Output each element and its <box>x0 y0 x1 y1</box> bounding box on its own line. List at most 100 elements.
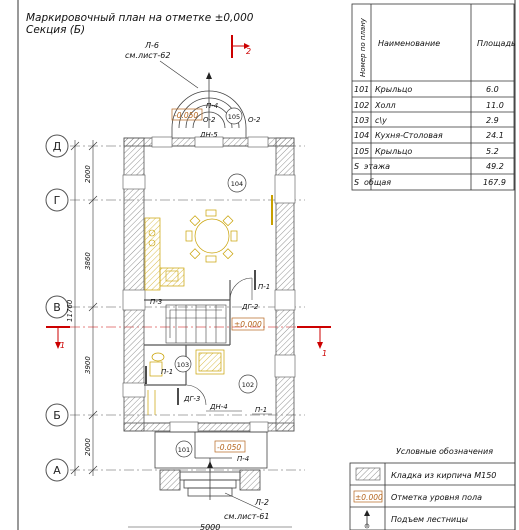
label-dg3: ДГ-3 <box>183 395 200 403</box>
level-box-bottom <box>214 440 246 453</box>
level-bottom: -0.050 <box>217 443 241 452</box>
label-p3: П-3 <box>150 298 162 306</box>
svg-text:102: 102 <box>242 381 254 389</box>
svg-text:Д: Д <box>53 140 62 153</box>
label-p4-top: П-4 <box>206 102 218 110</box>
room-tag-101 <box>175 440 193 458</box>
svg-text:В: В <box>53 301 61 314</box>
label-dn4: ДН-4 <box>209 403 228 411</box>
callout-top-ref: Л-6 <box>144 41 159 50</box>
dining-set <box>185 209 238 263</box>
svg-text:102: 102 <box>354 101 369 110</box>
level-top: -0.050 <box>174 111 198 120</box>
svg-text:1: 1 <box>322 349 327 358</box>
schedule-header-name: Наименование <box>378 39 440 48</box>
label-p1-c: П-1 <box>255 406 267 414</box>
legend-item-stair: Подъем лестницы <box>391 515 468 524</box>
svg-text:49.2: 49.2 <box>486 162 504 171</box>
svg-text:11.0: 11.0 <box>486 101 504 110</box>
dim-3860: 3860 <box>84 252 92 270</box>
dim-5000: 5000 <box>200 523 220 530</box>
plan-subtitle: Секция (Б) <box>26 24 85 36</box>
axis-bubble-d: Д <box>45 134 69 158</box>
legend-level-swatch <box>353 490 383 503</box>
svg-text:S: S <box>354 162 359 171</box>
label-dg2: ДГ-2 <box>241 303 259 311</box>
level-mid: ±0.000 <box>234 320 262 329</box>
svg-text:1: 1 <box>60 341 65 350</box>
legend-table <box>349 462 516 530</box>
callout-bottom-leader <box>224 492 263 511</box>
dim-11760: 11760 <box>66 299 74 322</box>
door-swing-dg2 <box>229 277 253 301</box>
section-mark-top: 2 <box>231 35 251 58</box>
callout-bottom-ref: Л-2 <box>254 498 269 507</box>
svg-text:101: 101 <box>354 85 369 94</box>
callout-top-leader <box>159 60 199 89</box>
svg-text:Крыльцо: Крыльцо <box>375 85 412 94</box>
label-dn5: ДН-5 <box>199 131 218 139</box>
kitchen-appliances <box>148 229 179 282</box>
legend-level-symbol: ±0.000 <box>355 493 383 502</box>
room-tag-105 <box>225 107 243 125</box>
section-mark-right: 1 <box>297 326 331 358</box>
svg-text:24.1: 24.1 <box>486 131 504 140</box>
svg-text:Г: Г <box>54 194 61 207</box>
svg-text:Б: Б <box>53 409 61 422</box>
axis-bubble-b: Б <box>45 403 69 427</box>
label-p1-a: П-1 <box>258 283 270 291</box>
legend-stair-arrow-icon <box>364 510 370 529</box>
room-tag-104 <box>227 173 247 193</box>
stair-arrow-bottom <box>207 461 213 468</box>
axis-bubble-g: Г <box>45 188 69 212</box>
svg-text:104: 104 <box>354 131 369 140</box>
callout-bottom-sheet: см.лист-61 <box>224 512 269 521</box>
dim-3900: 3900 <box>84 356 92 374</box>
svg-text:Холл: Холл <box>374 101 396 110</box>
section-mark-left: 1 <box>46 326 70 350</box>
svg-text:Кухня-Столовая: Кухня-Столовая <box>375 131 443 140</box>
dimension-lines <box>70 140 98 476</box>
svg-text:S: S <box>354 178 359 187</box>
level-box-top <box>171 108 203 121</box>
label-o2-b: О-2 <box>248 116 261 124</box>
svg-text:101: 101 <box>178 446 190 454</box>
svg-text:2.9: 2.9 <box>486 116 499 125</box>
callout-top-sheet: см.лист-62 <box>125 51 170 60</box>
axis-grid <box>70 145 305 471</box>
axis-bubbles: Д Г В Б А <box>45 134 69 482</box>
room-schedule <box>351 3 515 191</box>
room-tag-103 <box>174 355 192 373</box>
svg-text:5.2: 5.2 <box>486 147 499 156</box>
svg-text:А: А <box>53 464 61 477</box>
svg-text:6.0: 6.0 <box>486 85 499 94</box>
stair-arrow-top <box>206 72 212 79</box>
label-p1-b: П-1 <box>161 368 173 376</box>
svg-text:103: 103 <box>177 361 189 369</box>
svg-text:104: 104 <box>231 180 243 188</box>
wall-openings <box>122 136 296 433</box>
room-tag-102 <box>238 374 258 394</box>
legend-hatch-swatch <box>355 467 381 481</box>
svg-text:105: 105 <box>228 113 240 121</box>
level-box-mid <box>231 317 265 331</box>
legend-item-level: Отметка уровня пола <box>391 493 482 502</box>
axis-bubble-v: В <box>45 295 69 319</box>
svg-text:105: 105 <box>354 147 369 156</box>
axis-bubble-a: А <box>45 458 69 482</box>
door-swing-bath <box>185 384 207 406</box>
svg-text:Крыльцо: Крыльцо <box>375 147 412 156</box>
staircase <box>165 304 227 344</box>
svg-text:с\у: с\у <box>375 116 387 125</box>
legend-title: Условные обозначения <box>396 447 493 456</box>
label-p4-bottom: П-4 <box>237 455 249 463</box>
schedule-header-number: Номер по плану <box>359 17 367 77</box>
dim-2000-top: 2000 <box>84 165 92 183</box>
svg-text:167.9: 167.9 <box>483 178 506 187</box>
svg-text:этажа: этажа <box>364 162 390 171</box>
svg-text:общая: общая <box>364 178 391 187</box>
legend-item-masonry: Кладка из кирпича М150 <box>391 471 496 480</box>
label-o2-a: О-2 <box>203 116 216 124</box>
bathroom-fixtures <box>147 349 225 415</box>
